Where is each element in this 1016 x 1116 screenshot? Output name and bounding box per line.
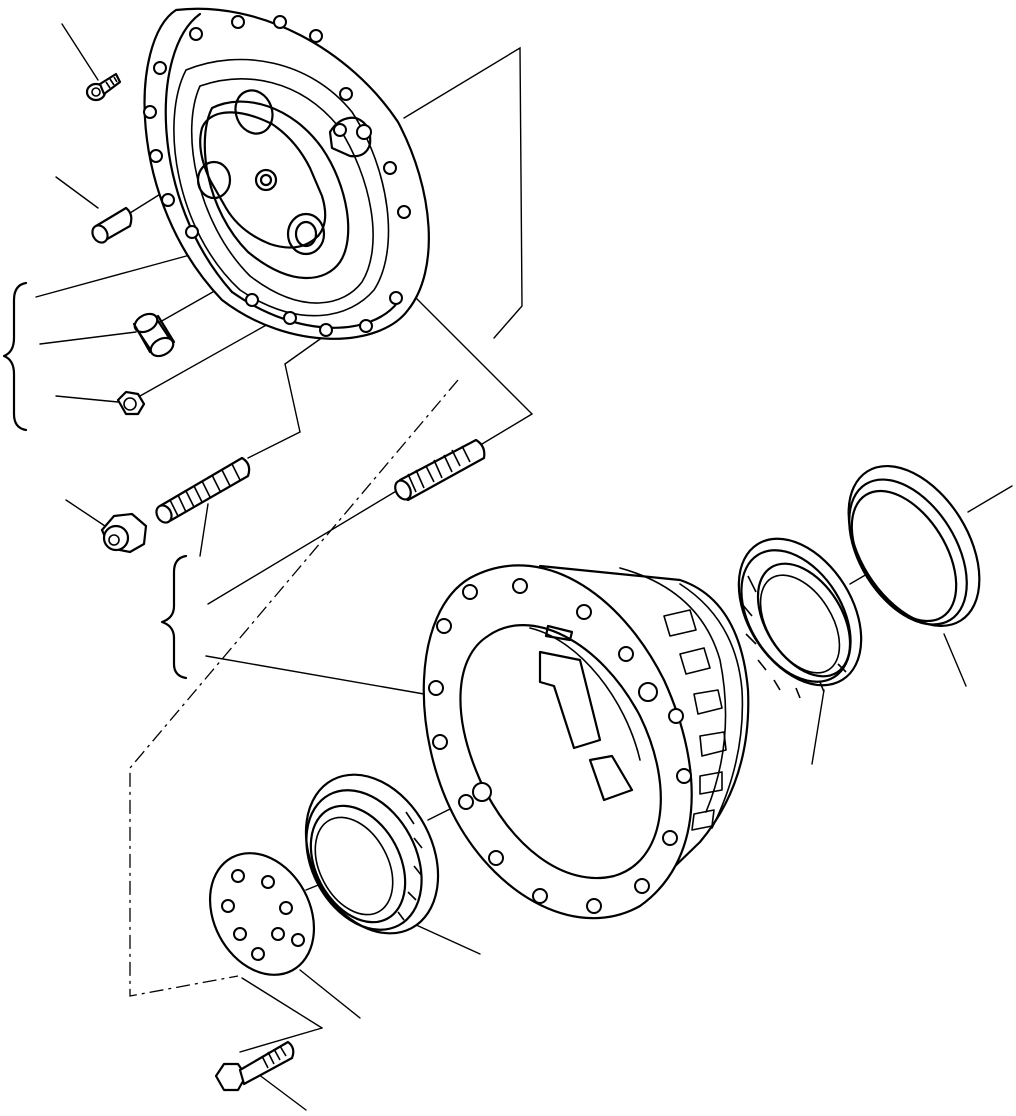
small-cap-screw (85, 72, 122, 102)
brace-upper (2, 281, 28, 432)
retainer-plate (208, 852, 316, 976)
flange-nut (100, 512, 148, 554)
threaded-stud-left (155, 456, 251, 524)
brace-lower (160, 554, 188, 680)
wheel-hub (422, 564, 750, 920)
plate-bolt (214, 1040, 295, 1092)
small-nut (116, 390, 146, 416)
bushing-sleeve (132, 312, 176, 358)
inner-tapered-bearing (737, 537, 863, 699)
dowel-pin (91, 206, 133, 244)
assembly-dashline (129, 379, 459, 997)
hub-cover-flange (143, 7, 430, 340)
threaded-stud-right (394, 438, 486, 502)
outer-tapered-bearing (304, 773, 440, 935)
seal-ring (847, 464, 981, 628)
